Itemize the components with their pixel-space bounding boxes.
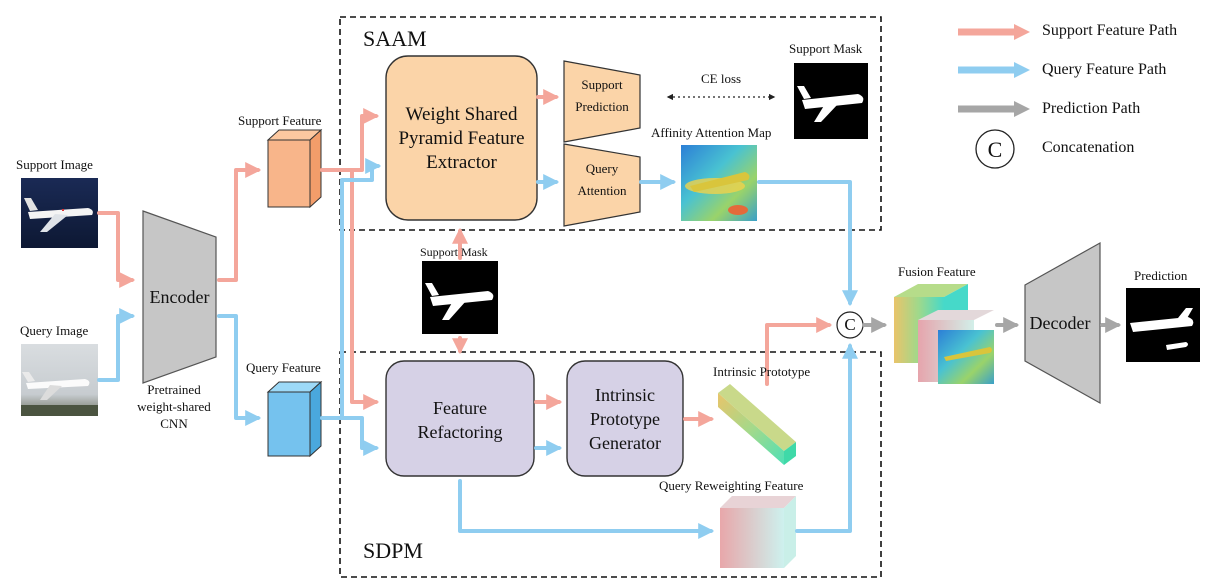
ipg-label-2: Prototype [590, 409, 660, 429]
query-image-label: Query Image [20, 323, 89, 338]
encoder-shape [142, 210, 217, 384]
sdpm-title: SDPM [363, 538, 423, 563]
pretrained-label-1: Pretrained [147, 382, 201, 397]
support-paths [97, 89, 833, 427]
support-mask-top-image [794, 63, 868, 139]
decoder-label: Decoder [1029, 313, 1091, 333]
pretrained-label-3: CNN [160, 416, 188, 431]
support-mask-mid-label: Support Mask [420, 245, 488, 259]
decoder-shape [1024, 241, 1101, 405]
intrinsic-prototype-label: Intrinsic Prototype [713, 364, 811, 379]
refactor-label-1: Feature [433, 398, 487, 418]
legend-query-label: Query Feature Path [1042, 61, 1167, 78]
concat-symbol: C [844, 315, 856, 334]
query-paths [97, 158, 858, 539]
ce-loss-label: CE loss [701, 71, 742, 86]
extractor-label-1: Weight Shared [405, 104, 518, 125]
extractor-box [385, 55, 538, 221]
support-feature-label: Support Feature [238, 113, 322, 128]
legend-support-label: Support Feature Path [1042, 22, 1178, 39]
sdpm-module-box [339, 351, 882, 578]
legend-concat-circle [975, 129, 1015, 169]
support-mask-top-label: Support Mask [789, 41, 863, 56]
query-attention-label-2: Attention [577, 183, 627, 198]
affinity-map-label: Affinity Attention Map [651, 125, 772, 140]
query-attention-shape [563, 143, 641, 227]
query-attention-label-1: Query [585, 161, 619, 176]
support-feature-cube [266, 128, 323, 209]
ipg-label-1: Intrinsic [595, 385, 655, 405]
support-mask-mid-image [422, 261, 498, 334]
ipg-label-3: Generator [589, 433, 661, 453]
refactor-label-2: Refactoring [417, 422, 503, 442]
affinity-map-image [681, 145, 757, 221]
prediction-image [1126, 288, 1200, 362]
fusion-feature-shape [894, 284, 994, 384]
encoder-label: Encoder [149, 287, 210, 307]
legend-concat-symbol: C [987, 137, 1003, 162]
query-reweighting-label: Query Reweighting Feature [659, 478, 804, 493]
support-prediction-shape [563, 60, 641, 143]
pretrained-label-2: weight-shared [137, 399, 211, 414]
legend-concat-label: Concatenation [1042, 139, 1135, 156]
legend-arrows [958, 24, 1030, 117]
support-image-label: Support Image [16, 157, 93, 172]
support-image [21, 178, 98, 248]
prediction-label: Prediction [1134, 268, 1188, 283]
query-feature-cube [266, 380, 323, 458]
saam-module-box [339, 16, 882, 231]
query-image [21, 344, 98, 416]
saam-title: SAAM [363, 26, 427, 51]
query-reweighting-shape [720, 496, 796, 568]
query-feature-label: Query Feature [246, 360, 321, 375]
intrinsic-prototype-shape [718, 384, 796, 465]
support-prediction-label-1: Support [581, 77, 623, 92]
fusion-feature-label: Fusion Feature [898, 264, 976, 279]
extractor-label-2: Pyramid Feature [398, 128, 525, 149]
support-prediction-label-2: Prediction [575, 99, 629, 114]
refactor-box [385, 360, 535, 477]
extractor-label-3: Extractor [426, 152, 497, 173]
ipg-box [566, 360, 684, 477]
legend-prediction-label: Prediction Path [1042, 100, 1141, 117]
